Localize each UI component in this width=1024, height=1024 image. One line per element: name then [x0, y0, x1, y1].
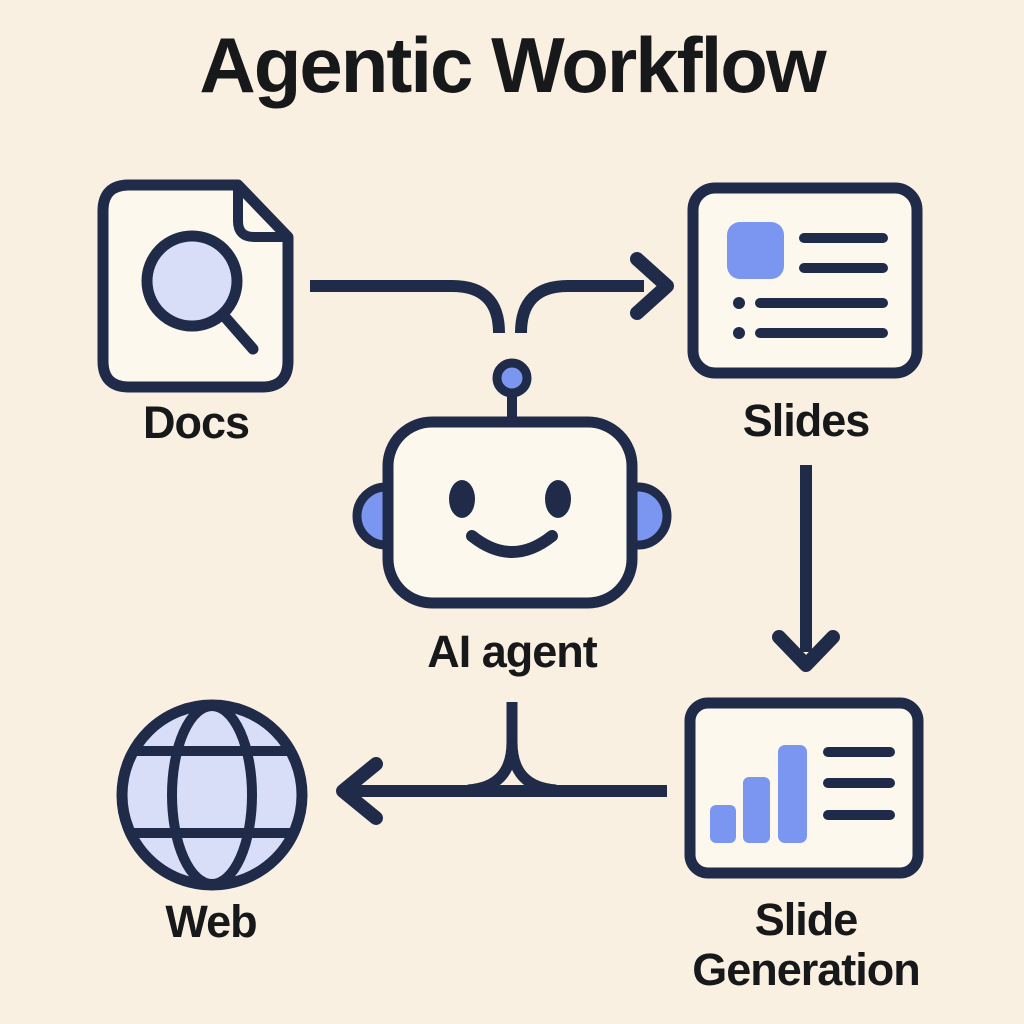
web-label: Web [165, 896, 257, 947]
ai-agent-label: AI agent [427, 626, 598, 677]
slide-chart-icon [684, 697, 924, 879]
bullet-dot [733, 297, 745, 309]
page-title: Agentic Workflow [199, 21, 826, 109]
robot-eye-right [545, 480, 571, 518]
robot-eye-left [449, 480, 475, 518]
agent-stub-fillet-left [467, 741, 518, 796]
robot-head [382, 416, 638, 609]
bar-tall [778, 745, 807, 843]
bullet-dot [733, 327, 745, 339]
globe-circle [116, 699, 308, 891]
arrowhead-left-icon [336, 757, 383, 825]
arrow-docs-to-slides [310, 252, 674, 334]
agent-stub-fillet-right [506, 741, 557, 796]
bar-small [710, 805, 736, 843]
globe-meridian [167, 701, 257, 889]
arrow-left-branch [310, 280, 505, 334]
document-search-icon [97, 179, 294, 393]
globe-icon [116, 699, 308, 891]
slide-image-placeholder [727, 222, 784, 279]
slide-generation-label: Slide Generation [692, 894, 921, 995]
arrow-right-branch [515, 280, 644, 334]
robot-icon [352, 358, 672, 609]
slide-frame [687, 182, 923, 379]
slide-generation-label-line2: Generation [692, 944, 921, 995]
magnifier-lens [141, 230, 243, 332]
arrowhead-down-icon [772, 630, 840, 672]
slide-generation-label-line1: Slide [754, 894, 859, 945]
robot-smile [466, 530, 558, 558]
arrow-slide-generation-to-web [336, 702, 667, 825]
slide-bullets-icon [687, 182, 923, 379]
bar-medium [743, 777, 770, 843]
docs-label: Docs [142, 397, 250, 448]
robot-antenna-ball [492, 358, 532, 398]
arrow-slides-to-slide-generation [772, 465, 840, 672]
arrowhead-right-icon [630, 252, 674, 320]
magnifier-handle [219, 311, 259, 355]
slides-label: Slides [742, 395, 871, 446]
document-fold-corner [233, 188, 284, 242]
